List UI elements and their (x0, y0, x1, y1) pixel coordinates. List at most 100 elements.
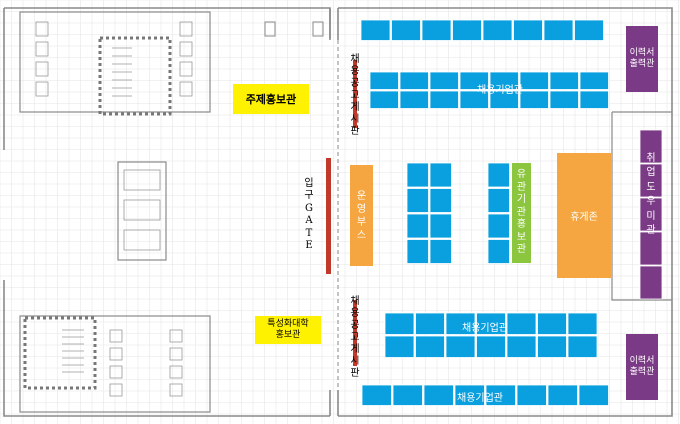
company-hall-bottom-label-box: 채용기업관 (380, 386, 580, 406)
stall (35, 61, 49, 77)
company-booth-top-row (543, 19, 574, 41)
company-booth-center-right (487, 239, 510, 264)
job-board-bottom[interactable]: 채용공고게시판 (341, 296, 359, 379)
company-hall-lower-label-box: 채용기업관 (390, 316, 580, 336)
company-booth-upper-row (489, 71, 519, 90)
elevator-car (123, 169, 161, 191)
specialized-univ-label-1: 특성화대학 (267, 318, 309, 329)
specialized-univ-label-2: 홍보관 (275, 330, 301, 340)
company-booth-center-left (429, 239, 452, 264)
company-booth-upper-row (549, 90, 579, 109)
company-booth-upper-row (519, 71, 549, 90)
job-board-bottom-bar (353, 300, 357, 366)
company-hall-bottom-label: 채용기업관 (457, 392, 503, 404)
company-booth-center-left (429, 162, 452, 188)
company-booth-center-left (406, 239, 429, 264)
company-booth-top-row (391, 19, 421, 41)
company-booth-lower-row (415, 312, 445, 335)
rest-area[interactable]: 휴게존 (557, 153, 611, 278)
lower-core (19, 315, 211, 413)
company-booth-lower-row (567, 312, 598, 335)
company-booth-lower-row (384, 312, 415, 335)
company-booth-upper-row (489, 90, 519, 109)
resume-print-top-label-2: 출력관 (629, 59, 655, 69)
resume-print-top-label-1: 이력서 (629, 47, 655, 58)
company-booth-upper-row (399, 71, 429, 90)
company-hall-upper-label: 채용기업관 (477, 84, 523, 96)
company-booth-top-row (421, 19, 452, 41)
company-booth-top-row (482, 19, 513, 41)
stall (35, 81, 49, 97)
operation-booth-label: 운영부스 (356, 190, 367, 241)
employment-help-segment (639, 197, 663, 232)
company-booth-upper-row (399, 90, 429, 109)
company-booth-upper-row (429, 71, 459, 90)
column (312, 21, 324, 37)
theme-promo-hall-label: 주제홍보관 (245, 93, 297, 106)
company-booth-lower-row (445, 312, 476, 335)
company-hall-upper-label-box: 채용기업관 (400, 78, 600, 98)
stall (169, 347, 183, 361)
company-booth-upper-row (429, 90, 459, 109)
stall (109, 383, 123, 397)
operation-booth[interactable]: 운영부스 (350, 165, 373, 266)
company-booth-upper-row (519, 90, 549, 109)
stall (35, 41, 49, 57)
company-booth-center-left (406, 213, 429, 239)
company-booth-center-right (487, 213, 510, 239)
company-booth-bottom-row (392, 384, 423, 406)
company-booth-top-row (513, 19, 543, 41)
door-jambs (329, 8, 339, 416)
related-org-promo-hall[interactable]: 유관기관홍보관 (512, 163, 531, 263)
lower-stair-dashed (23, 316, 97, 390)
stall (179, 61, 193, 77)
company-booth-bottom-row (547, 384, 578, 406)
company-booth-lower-row (384, 335, 415, 358)
company-booth-upper-row (459, 90, 489, 109)
elevator-block (117, 161, 167, 261)
company-booth-top-row (360, 19, 391, 41)
employment-help-segment (639, 231, 663, 266)
stall (109, 347, 123, 361)
stall (109, 365, 123, 379)
company-booth-bottom-row (361, 384, 392, 406)
employment-help-hall[interactable]: 취업도우미관 (640, 130, 662, 260)
theme-promo-hall[interactable]: 주제홍보관 (233, 84, 309, 114)
elevator-car (123, 199, 161, 221)
company-booth-lower-row (506, 312, 537, 335)
resume-print-bottom-label-1: 이력서 (629, 355, 655, 366)
job-board-top-label: 채용공고게시판 (350, 54, 360, 137)
entrance-gate[interactable]: 입구GATE (299, 160, 319, 270)
company-booth-upper-row (579, 71, 609, 90)
elevator-car (123, 229, 161, 251)
column (264, 21, 276, 37)
company-booth-upper-row (369, 71, 399, 90)
stall (169, 329, 183, 343)
job-board-bottom-label: 채용공고게시판 (350, 296, 360, 379)
rest-area-label: 휴게존 (570, 212, 598, 223)
company-booth-bottom-row (578, 384, 609, 406)
company-booth-center-left (406, 188, 429, 213)
company-booth-bottom-row (485, 384, 516, 406)
resume-print-bottom[interactable]: 이력서 출력관 (626, 334, 658, 400)
company-booth-top-row (574, 19, 604, 41)
company-booth-lower-row (506, 335, 537, 358)
specialized-univ-hall[interactable]: 특성화대학 홍보관 (255, 316, 321, 344)
resume-print-top[interactable]: 이력서 출력관 (626, 26, 658, 92)
company-booth-center-right (487, 162, 510, 188)
entrance-gate-label: 입구GATE (304, 177, 314, 252)
employment-help-label: 취업도우미관 (646, 152, 656, 237)
company-booth-upper-row (369, 90, 399, 109)
company-booth-top-row (452, 19, 482, 41)
job-board-top[interactable]: 채용공고게시판 (341, 54, 359, 137)
stall (109, 329, 123, 343)
stall (179, 41, 193, 57)
company-booth-bottom-row (516, 384, 547, 406)
company-booth-center-left (429, 213, 452, 239)
company-booth-lower-row (537, 312, 567, 335)
company-booth-lower-row (476, 312, 506, 335)
job-board-top-bar (353, 60, 357, 128)
company-booth-lower-row (415, 335, 445, 358)
side-room-wall (611, 111, 672, 301)
